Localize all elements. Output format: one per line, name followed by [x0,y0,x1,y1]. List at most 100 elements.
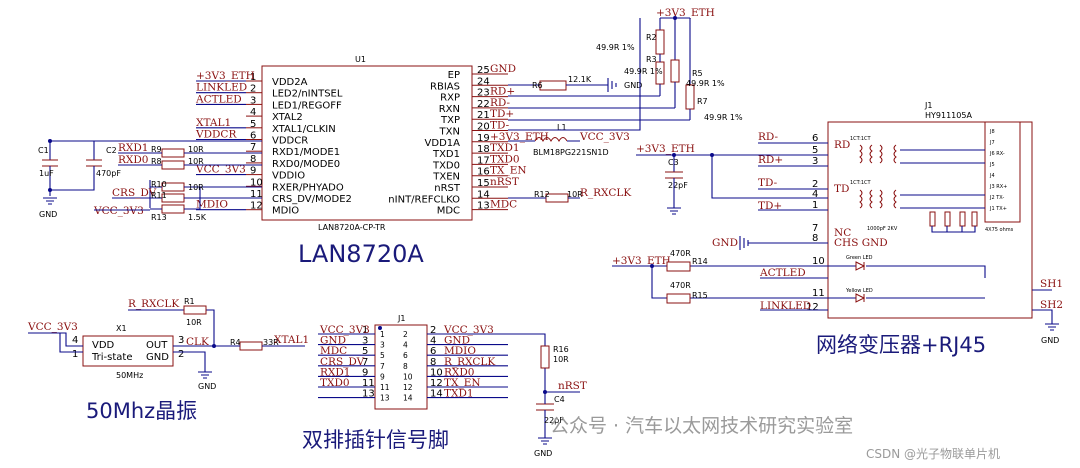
left-passives: C1 1uF C2 470pF GND RXD1 RXD0 R9 R8 10R … [38,139,262,222]
oscillator-section: X1 VDD Tri-state OUT GND 50MHz 4 1 3 2 V… [27,297,309,391]
header-inner-num: 3 [380,341,385,350]
c3-value: 22pF [668,181,688,190]
header-pin-num: 2 [430,325,436,336]
caption-header: 双排插针信号脚 [302,428,449,452]
u1-pin-num: 14 [477,189,490,200]
u1-right-net: TXD0 [490,153,520,165]
r16-value: 10R [553,355,569,364]
j1-jack-pin: J6 RX- [989,151,1005,157]
r13-ref: R13 [151,213,167,222]
r14-value: 470R [670,249,691,258]
header-inner-num: 13 [380,394,390,403]
header-pin-num: 10 [430,367,443,378]
term-3v3-net: +3V3_ETH [656,7,715,19]
gnd-symbol-rbias [607,78,617,92]
r3-value: 49.9R 1% [624,67,663,76]
svg-text:1000pF 2KV: 1000pF 2KV [867,226,898,232]
u1-pin-num: 22 [477,99,490,110]
r4-ref: R4 [230,338,241,347]
r14-ref: R14 [692,257,708,266]
osc-xtal1-net: XTAL1 [274,334,309,346]
svg-text:5: 5 [812,145,818,156]
u1-pin-name: VDDIO [272,171,305,182]
u1-right-net: TX_EN [490,165,527,177]
r15-value: 470R [670,281,691,290]
header-pin-num: 3 [362,336,368,347]
rd-plus-net: RD+ [758,154,783,166]
r6-value: 12.1K [568,75,592,84]
svg-text:4: 4 [72,335,78,346]
u1-pin-name: TXD1 [432,149,460,160]
header-pin-num: 12 [430,378,443,389]
r10-ref: R10 [151,180,167,189]
u1-right-net: +3V3_ETH [490,131,549,143]
r3-ref: R3 [646,55,657,64]
u1-pin-name: nINT/REFCLKO [388,194,460,205]
crs-dv-net: CRS_DV [112,187,157,199]
rd-minus-net: RD- [758,131,779,143]
c2-value: 470pF [96,169,121,178]
r8-resistor [161,160,185,170]
nc-label: NC [834,227,851,239]
header-left-net: GND [320,335,346,347]
u1-pin-name: RXD0/MODE0 [272,159,340,170]
td-transformer [859,189,897,209]
r7-value: 49.9R 1% [704,113,743,122]
vcc-3v3-net-left: VCC_3V3 [93,205,144,217]
u1-pin-name: MDIO [272,206,299,217]
r1-ref: R1 [184,297,195,306]
termination-network: +3V3_ETH R2 49.9R 1% R3 49.9R 1% R5 49.9… [508,7,743,131]
r10-value: 10R [188,183,204,192]
j1-ref: J1 [924,101,932,110]
u1-pin-name: LED1/REGOFF [272,100,342,111]
u1-pin-name: EP [448,70,460,81]
u1-pin-num: 4 [250,107,256,118]
cap-gnd-wire [49,166,95,196]
u1-pin-num: 5 [250,119,256,130]
j1-jack-box [984,121,1021,223]
j1-gnd-net: GND [712,237,738,249]
svg-text:1: 1 [72,349,78,360]
header-right-net: GND [444,335,470,347]
u1-right-net: TD+ [490,108,514,120]
header-inner-num: 10 [403,372,413,381]
u1-left-net: VCC_3V3 [195,164,246,176]
u1-pin-name: TXD0 [432,160,460,171]
header-pin-num: 13 [362,389,375,400]
caption-rj45: 网络变压器+RJ45 [816,333,986,357]
svg-text:12: 12 [806,302,819,313]
header-right-net: RXD0 [444,366,474,378]
svg-text:7: 7 [812,223,818,234]
u1-pin-name: RXN [439,104,460,115]
r4-value: 33R [263,338,279,347]
u1-pin-name: CRS_DV/MODE2 [272,194,352,205]
u1-pin-num: 12 [250,201,263,212]
c1-ref: C1 [38,146,49,155]
r1-value: 10R [186,318,202,327]
header-pin-num: 1 [362,325,368,336]
u1-pin-num: 2 [250,84,256,95]
r16-ref: R16 [553,345,569,354]
caption-oscillator: 50Mhz晶振 [86,399,197,423]
r2-value: 49.9R 1% [596,43,635,52]
green-led-label: Green LED [846,255,873,261]
j1-jack-pin: J1 TX+ [989,206,1007,212]
osc-rxclk-net: R_RXCLK [128,298,179,310]
r4-resistor [239,341,263,351]
header-inner-num: 11 [380,383,390,392]
csdn-watermark: CSDN @光子物联单片机 [866,447,1000,461]
u1-pin-name: TXP [440,115,460,126]
r7-ref: R7 [697,97,708,106]
header-inner-num: 4 [403,341,408,350]
u1-pin-name: VDDCR [272,136,308,147]
j1-jack-pin: J4 [989,173,995,179]
j1-jack-pin: J8 [989,129,995,135]
u1-right-net: TXD1 [490,142,520,154]
svg-text:10: 10 [812,256,825,267]
header-body [374,324,428,410]
cap-drops [49,141,95,160]
